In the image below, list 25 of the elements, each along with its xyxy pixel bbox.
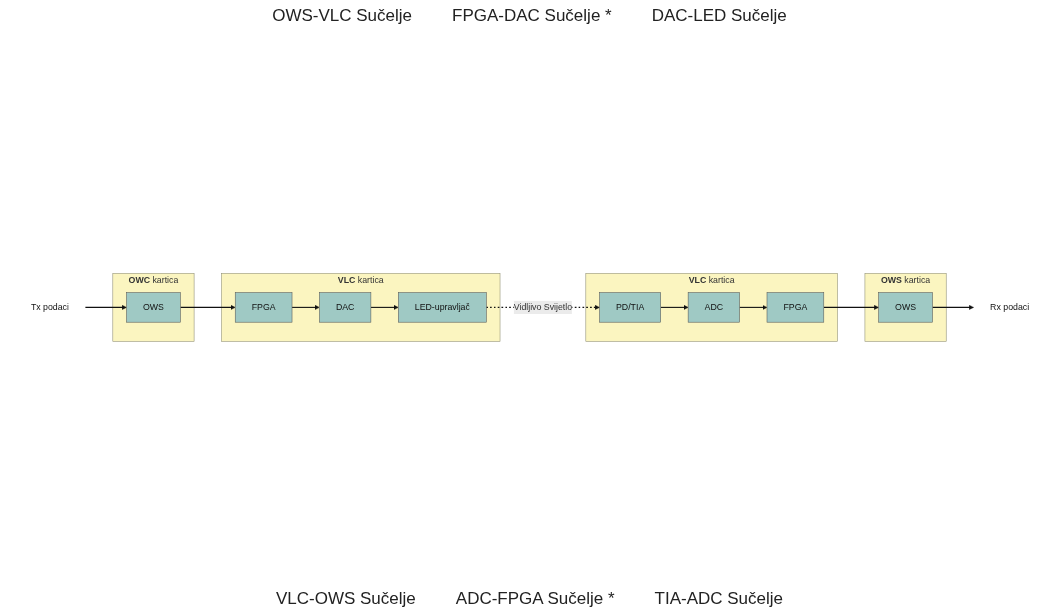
interface-label: VLC-OWS Sučelje <box>275 589 416 609</box>
node-box: FPGA <box>234 292 292 323</box>
node-text: Rx podaci <box>989 302 1029 312</box>
node-box: ADC <box>687 292 740 323</box>
node-box: OWS <box>125 292 181 323</box>
arrow <box>738 305 767 310</box>
arrow <box>659 305 688 310</box>
arrow <box>931 305 974 310</box>
arrow <box>84 305 127 310</box>
node-box: PD/TIA <box>598 292 661 323</box>
interface-label: DAC-LED Sučelje <box>651 6 787 26</box>
node-text: Tx podaci <box>30 302 69 312</box>
interface-label: ADC-FPGA Sučelje * <box>455 589 615 609</box>
node-box: OWS <box>877 292 933 323</box>
node-box: FPGA <box>766 292 824 323</box>
interface-label: TIA-ADC Sučelje <box>654 589 783 609</box>
node-box: LED-upravljač <box>397 292 487 323</box>
arrow <box>822 305 879 310</box>
arrow <box>179 305 235 310</box>
edge-label: Vidljivo Svijetlo <box>513 302 572 312</box>
node-box: DAC <box>318 292 371 323</box>
arrow <box>369 305 399 310</box>
arrow <box>290 305 320 310</box>
interface-label: OWS-VLC Sučelje <box>272 6 412 26</box>
interface-label: FPGA-DAC Sučelje * <box>452 6 612 26</box>
